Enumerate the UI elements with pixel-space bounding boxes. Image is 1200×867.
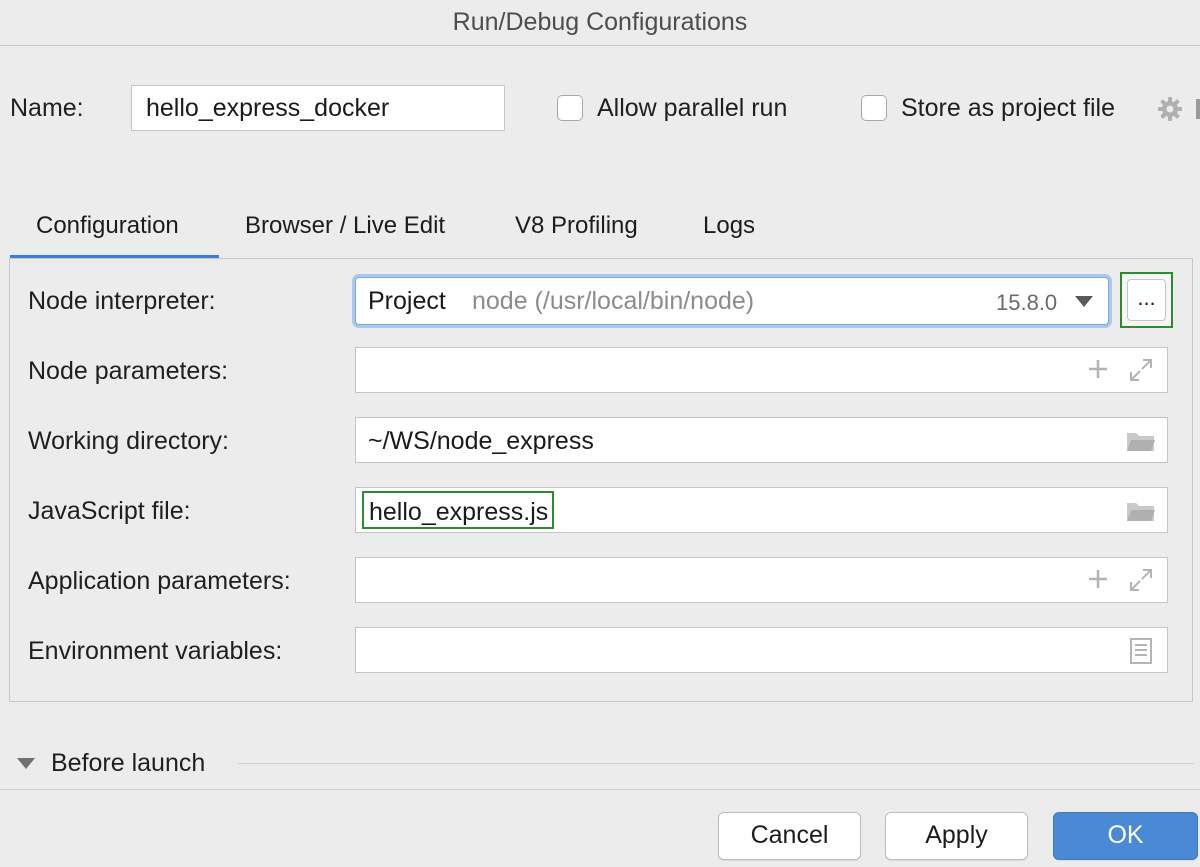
expand-icon[interactable] xyxy=(1128,357,1154,390)
interpreter-prefix: Project xyxy=(368,287,446,315)
allow-parallel-run-checkbox[interactable] xyxy=(557,95,583,121)
add-icon[interactable] xyxy=(1086,357,1110,388)
active-tab-indicator xyxy=(10,255,219,259)
tab-logs[interactable]: Logs xyxy=(703,212,756,239)
before-launch-divider xyxy=(238,763,1194,764)
cancel-button[interactable]: Cancel xyxy=(718,812,861,860)
apply-button[interactable]: Apply xyxy=(885,812,1028,860)
working-directory-label: Working directory: xyxy=(28,427,229,455)
window-title: Run/Debug Configurations xyxy=(0,0,1200,46)
javascript-file-label: JavaScript file: xyxy=(28,497,191,525)
environment-variables-label: Environment variables: xyxy=(28,637,283,665)
collapse-triangle-icon[interactable] xyxy=(16,757,36,776)
ok-button[interactable]: OK xyxy=(1053,812,1198,860)
node-parameters-field[interactable] xyxy=(355,347,1168,393)
browse-interpreter-button[interactable]: ... xyxy=(1120,272,1173,328)
working-directory-field[interactable]: ~/WS/node_express xyxy=(355,417,1168,463)
chevron-down-icon[interactable] xyxy=(1074,294,1094,313)
name-field[interactable]: hello_express_docker xyxy=(131,85,505,131)
working-directory-value: ~/WS/node_express xyxy=(368,427,594,455)
folder-icon[interactable] xyxy=(1126,499,1156,530)
allow-parallel-run-label[interactable]: Allow parallel run xyxy=(597,94,788,122)
store-as-project-file-checkbox[interactable] xyxy=(861,95,887,121)
divider xyxy=(1196,99,1200,119)
before-launch-label[interactable]: Before launch xyxy=(51,749,206,777)
gear-icon[interactable] xyxy=(1156,95,1184,123)
node-interpreter-combobox[interactable]: Project node (/usr/local/bin/node) 15.8.… xyxy=(355,277,1109,325)
application-parameters-field[interactable] xyxy=(355,557,1168,603)
node-parameters-label: Node parameters: xyxy=(28,357,229,385)
application-parameters-label: Application parameters: xyxy=(28,567,291,595)
name-label: Name: xyxy=(10,94,84,122)
add-icon[interactable] xyxy=(1086,567,1110,598)
store-as-project-file-label[interactable]: Store as project file xyxy=(901,94,1115,122)
javascript-file-field[interactable]: hello_express.js xyxy=(355,487,1168,533)
interpreter-version: 15.8.0 xyxy=(996,290,1058,315)
document-list-icon[interactable] xyxy=(1130,638,1152,671)
javascript-file-value: hello_express.js xyxy=(362,491,555,529)
node-interpreter-label: Node interpreter: xyxy=(28,287,216,315)
tab-browser-live-edit[interactable]: Browser / Live Edit xyxy=(245,212,446,239)
expand-icon[interactable] xyxy=(1128,567,1154,600)
footer-divider xyxy=(0,789,1200,790)
environment-variables-field[interactable] xyxy=(355,627,1168,673)
tab-v8-profiling[interactable]: V8 Profiling xyxy=(515,212,638,239)
tab-configuration[interactable]: Configuration xyxy=(36,212,179,239)
folder-icon[interactable] xyxy=(1126,429,1156,460)
interpreter-path: node (/usr/local/bin/node) xyxy=(472,287,755,315)
ellipsis-label: ... xyxy=(1127,279,1166,321)
